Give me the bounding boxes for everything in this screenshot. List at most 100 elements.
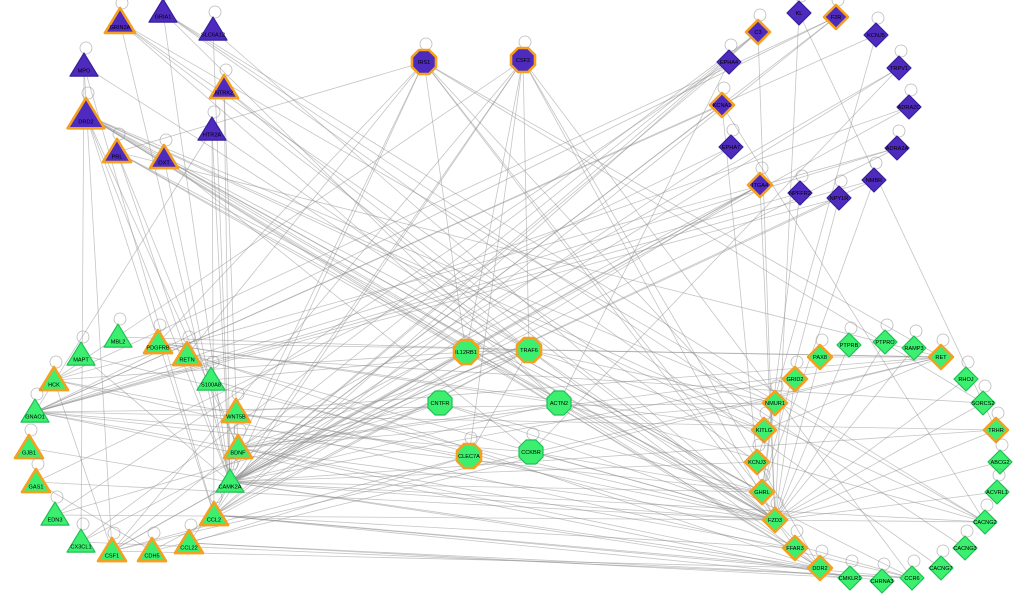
edge-HCK-CCR6 bbox=[53, 379, 913, 579]
node-PTPRB[interactable]: PTPRB bbox=[836, 321, 862, 358]
edge-ITGA4-FZD3 bbox=[759, 184, 776, 521]
node-MPO[interactable]: MPO bbox=[69, 41, 99, 77]
edge-CAMK2A-GRID2 bbox=[229, 378, 796, 483]
octagon-node-shape bbox=[410, 48, 438, 76]
edge-HCK-CSF1 bbox=[53, 379, 113, 552]
node-EPHA7[interactable]: EPHA7 bbox=[718, 123, 744, 160]
node-CCKBR[interactable]: CCKBR bbox=[518, 427, 544, 465]
node-CLEC7A[interactable]: CLEC7A bbox=[455, 431, 483, 470]
node-TRAF6[interactable]: TRAF6 bbox=[515, 336, 543, 364]
node-CHRNA3[interactable]: CHRNA3 bbox=[869, 557, 895, 594]
triangle-node-shape bbox=[38, 365, 70, 392]
self-loop-edge bbox=[892, 124, 906, 138]
edge-ITGA4-CAMK2A bbox=[229, 184, 761, 483]
node-ACVRL1[interactable]: ACVRL1 bbox=[984, 468, 1010, 505]
edge-RETN-FZD3 bbox=[186, 354, 776, 521]
node-GRIA1[interactable]: GRIA1 bbox=[148, 0, 178, 23]
node-GRIN2A[interactable]: GRIN2A bbox=[103, 0, 137, 35]
node-NMBR[interactable]: NMBR bbox=[861, 156, 887, 193]
node-SLC6A12[interactable]: SLC6A12 bbox=[198, 5, 228, 41]
node-DRD2[interactable]: DRD2 bbox=[66, 86, 106, 130]
triangle-node-shape bbox=[198, 500, 230, 527]
edge-PDGFRB-DDR2 bbox=[157, 342, 821, 569]
node-HTR2A[interactable]: HTR2A bbox=[197, 105, 227, 141]
edge-CNTFR-GHRL bbox=[439, 402, 763, 493]
node-CNTFR[interactable]: CNTFR bbox=[427, 390, 453, 416]
diamond-node-shape bbox=[746, 171, 774, 199]
node-KL[interactable]: KL bbox=[786, 0, 812, 26]
edge-PRL-IRS1 bbox=[116, 61, 425, 153]
node-CACNG7[interactable]: CACNG7 bbox=[928, 544, 954, 581]
triangle-node-shape bbox=[40, 501, 70, 526]
edge-GJB1-CAMK2A bbox=[28, 447, 231, 483]
diamond-node-shape bbox=[952, 535, 978, 561]
edge-CSF2-CCR6 bbox=[522, 59, 913, 579]
node-GAS1[interactable]: GAS1 bbox=[20, 457, 52, 494]
node-GHRL[interactable]: GHRL bbox=[748, 468, 776, 506]
node-GNAO1[interactable]: GNAO1 bbox=[20, 387, 50, 423]
node-MAPT[interactable]: MAPT bbox=[66, 330, 96, 366]
node-CSF2[interactable]: CSF2 bbox=[509, 35, 537, 74]
edge-BDNF-NMUR1 bbox=[237, 402, 776, 449]
edge-FZD3-PTPRB bbox=[774, 344, 850, 521]
edge-IL12RB1-CCR6 bbox=[465, 351, 913, 579]
edge-CAMK2A-KCNJ3 bbox=[229, 461, 758, 483]
node-GRID2[interactable]: GRID2 bbox=[781, 355, 809, 393]
node-PAX8[interactable]: PAX8 bbox=[806, 333, 834, 371]
edge-OXT-CCKBR bbox=[163, 157, 532, 453]
diamond-node-shape bbox=[826, 185, 852, 211]
diamond-node-shape bbox=[744, 18, 772, 46]
triangle-node-shape bbox=[103, 323, 133, 348]
node-CCR6[interactable]: CCR6 bbox=[899, 554, 925, 591]
triangle-node-shape bbox=[196, 366, 226, 391]
triangle-node-shape bbox=[101, 137, 133, 164]
self-loop-edge bbox=[795, 169, 809, 183]
edge-PRL-BDNF bbox=[116, 151, 239, 449]
edge-GAS1-FZD3 bbox=[35, 481, 776, 521]
node-ADRA2A[interactable]: ADRA2A bbox=[884, 124, 910, 161]
edge-CAMK2A-FZD3 bbox=[229, 481, 776, 521]
node-GJB1[interactable]: GJB1 bbox=[13, 423, 45, 460]
edge-C3-CAMK2A bbox=[229, 31, 759, 483]
edge-EPHA4-EDN3 bbox=[54, 61, 730, 516]
octagon-node-shape bbox=[455, 442, 483, 470]
edge-NTRK2-BDNF bbox=[223, 87, 239, 449]
node-TRPV1[interactable]: TRPV1 bbox=[886, 44, 912, 81]
edge-CCL22-CMKLR1 bbox=[188, 542, 851, 579]
node-ACTN2[interactable]: ACTN2 bbox=[546, 390, 572, 416]
self-loop-edge bbox=[24, 423, 38, 437]
node-IL12RB1[interactable]: IL12RB1 bbox=[452, 338, 480, 366]
diamond-node-shape bbox=[743, 448, 771, 476]
edge-SLC6A12-CAMK2A bbox=[212, 29, 231, 483]
triangle-node-shape bbox=[148, 0, 178, 23]
edge-IL12RB1-CSF1 bbox=[111, 351, 467, 552]
self-loop-edge bbox=[894, 44, 908, 58]
edge-NPFFR2-GHRL bbox=[761, 192, 801, 493]
edge-CLEC7A-HCK bbox=[53, 379, 470, 457]
edge-CCL2-CMKLR1 bbox=[213, 514, 851, 579]
triangle-node-shape bbox=[220, 397, 252, 424]
node-F2R[interactable]: F2R bbox=[822, 0, 850, 31]
node-RHOJ[interactable]: RHOJ bbox=[953, 355, 979, 392]
diamond-node-shape bbox=[972, 509, 998, 535]
node-IRS1[interactable]: IRS1 bbox=[410, 37, 438, 76]
edge-ITGA4-CX3CL1 bbox=[80, 184, 761, 543]
node-ADRA2C[interactable]: ADRA2C bbox=[896, 83, 922, 120]
self-loop-edge bbox=[76, 330, 90, 344]
edge-ACTN2-PDGFRB bbox=[157, 342, 560, 404]
edge-CDH5-RET bbox=[151, 356, 942, 552]
diamond-node-shape bbox=[786, 0, 812, 26]
node-RET[interactable]: RET bbox=[927, 333, 955, 371]
triangle-node-shape bbox=[142, 328, 174, 355]
edge-BDNF-RET bbox=[237, 356, 942, 449]
self-loop-edge bbox=[76, 517, 90, 531]
node-ITGA4[interactable]: ITGA4 bbox=[746, 161, 774, 199]
edge-DRD2-BDNF bbox=[85, 114, 239, 449]
node-RAMP3[interactable]: RAMP3 bbox=[901, 324, 927, 361]
triangle-node-shape bbox=[208, 73, 240, 100]
node-KCNJ5[interactable]: KCNJ5 bbox=[863, 11, 889, 48]
edge-CAMK2A-DDR2 bbox=[229, 481, 821, 569]
edge-DRD2-KITLG bbox=[85, 114, 765, 431]
edge-EPHA4-CAMK2A bbox=[229, 61, 730, 483]
edge-GRIA1-CACNG3 bbox=[162, 11, 966, 549]
